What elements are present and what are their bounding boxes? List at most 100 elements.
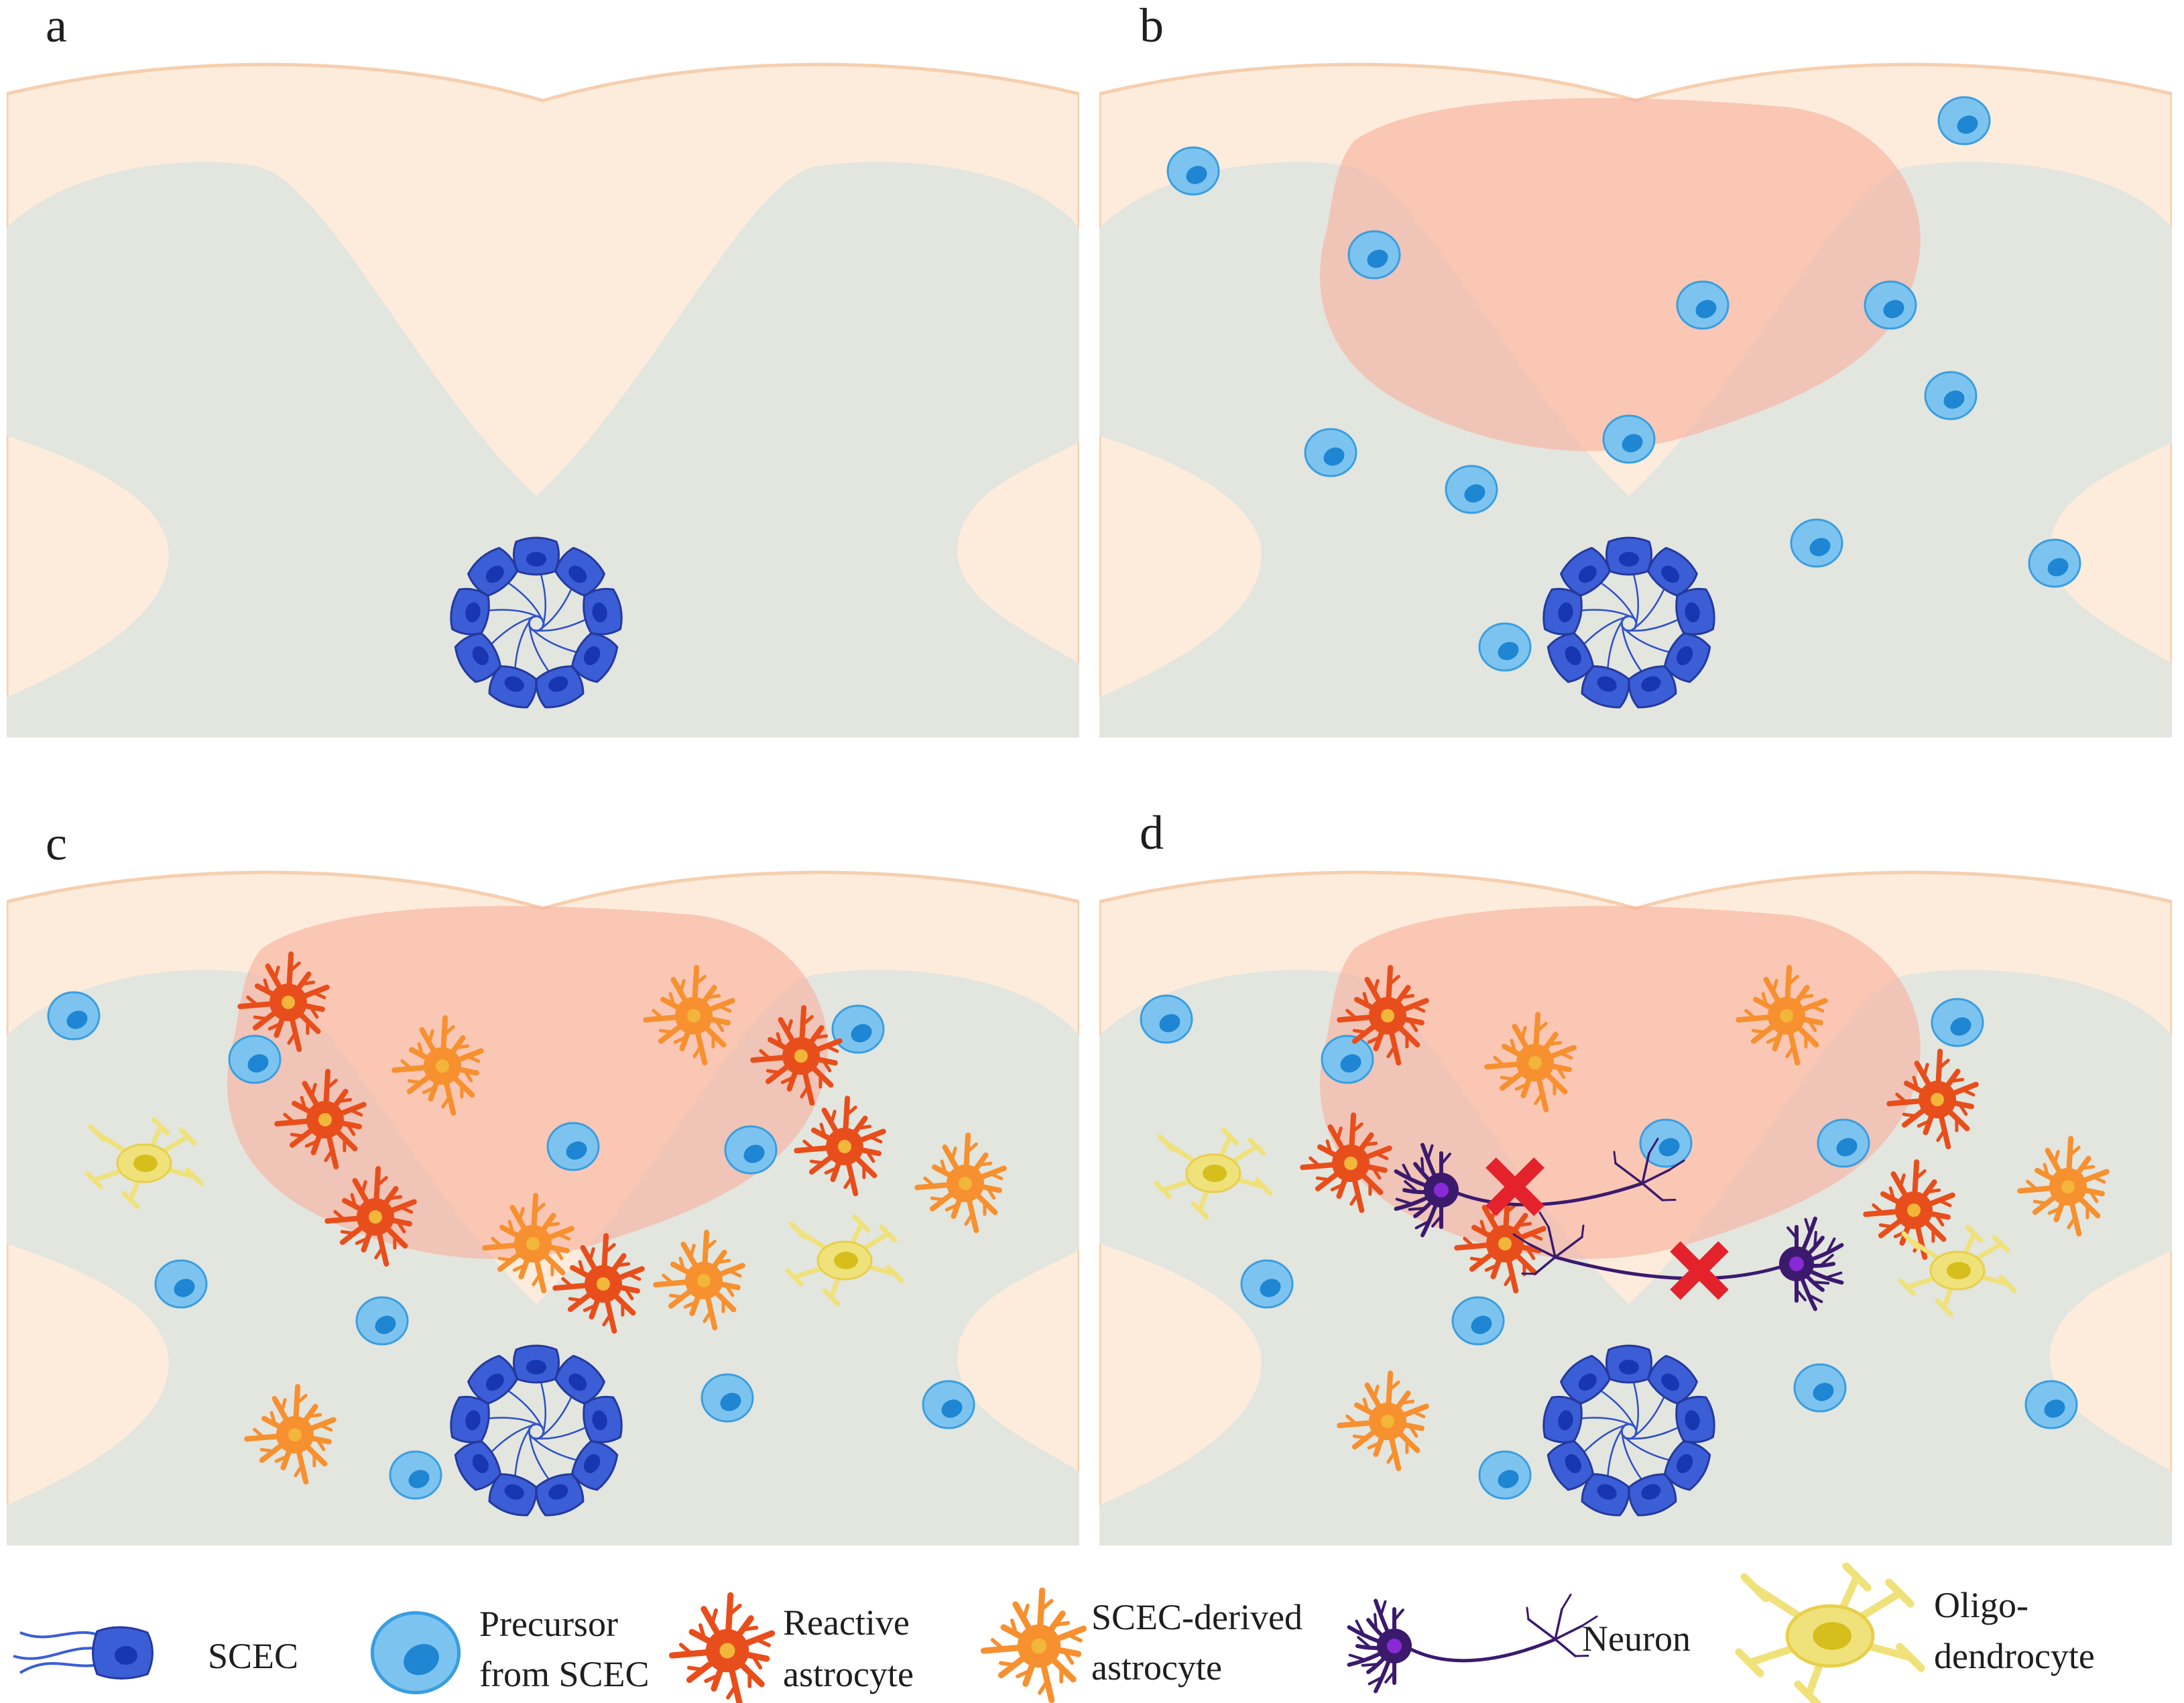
lesion-area <box>1320 906 1921 1259</box>
cross-icon <box>1670 1241 1729 1300</box>
precursor-cell <box>922 1380 975 1429</box>
precursor-cell <box>1347 230 1401 280</box>
precursor-cell <box>701 1373 754 1423</box>
legend-item-reactive-astrocyte: Reactive astrocyte <box>668 1592 914 1703</box>
legend-label-scec: SCEC <box>208 1636 298 1676</box>
legend-item-neuron: Neuron <box>1347 1594 1691 1694</box>
legend-item-scec-derived-astrocyte: SCEC-derived astrocyte <box>980 1587 1302 1703</box>
neuron <box>1394 1138 1685 1238</box>
legend-item-oligodendrocyte: Oligo- dendrocyte <box>1735 1562 2095 1703</box>
oligodendrocyte <box>1898 1224 2017 1317</box>
legend-label-precursor-line1: Precursor <box>479 1604 618 1644</box>
legend-label-reactive-line2: astrocyte <box>783 1654 914 1694</box>
scec-cell <box>1546 1440 1595 1491</box>
reactive-astrocyte <box>1863 1159 1955 1260</box>
legend-label-derived-line1: SCEC-derived <box>1091 1597 1302 1637</box>
precursor-cell-icon <box>370 1610 461 1695</box>
panel-background <box>7 27 1079 738</box>
scec-cell <box>1546 632 1595 683</box>
cell-layer <box>1166 96 2081 672</box>
precursor-cell <box>1790 518 1843 568</box>
scec-icon <box>13 1626 154 1680</box>
precursor-cell <box>1478 1450 1532 1500</box>
central-canal <box>450 536 623 709</box>
precursor-cell <box>1602 414 1656 464</box>
scec-derived-astrocyte <box>653 1230 745 1331</box>
precursor-cell <box>1937 96 1991 145</box>
scec-cell <box>1663 632 1711 683</box>
scec-cell <box>570 632 619 683</box>
grey-matter <box>7 162 1079 738</box>
oligodendrocyte-icon-shape <box>1735 1562 1925 1703</box>
lesion-area <box>1320 98 1921 451</box>
scec-cell <box>554 1354 606 1405</box>
scec-cell <box>570 1440 619 1491</box>
lesion <box>1320 906 1921 1259</box>
legend-item-scec: SCEC <box>13 1626 298 1680</box>
central-canal <box>450 1344 623 1517</box>
panel-c <box>7 835 1079 1545</box>
panel-b <box>1099 27 2172 738</box>
precursor-cell <box>2028 538 2081 588</box>
scec-derived-astrocyte <box>391 1015 484 1116</box>
neuron <box>1512 1212 1844 1311</box>
legend-label-derived-line2: astrocyte <box>1091 1647 1222 1688</box>
reactive-astrocyte <box>552 1233 645 1334</box>
scec-derived-astrocyte <box>244 1384 337 1485</box>
panel-d <box>1099 835 2172 1545</box>
neuron-icon <box>1347 1594 1598 1694</box>
oligodendrocyte <box>785 1214 904 1307</box>
scec-cell <box>1559 546 1611 597</box>
reactive-astrocyte-icon-shape <box>668 1592 776 1703</box>
scec-cell <box>467 1354 518 1405</box>
reactive-astrocyte <box>237 951 330 1053</box>
precursor-cell <box>154 1259 208 1309</box>
central-canal <box>1542 1344 1715 1517</box>
scec-cell <box>1605 1344 1652 1384</box>
scec-cell <box>1581 665 1630 709</box>
precursor-cell <box>389 1450 442 1500</box>
panel-label-b: b <box>1140 0 1164 52</box>
legend-label-neuron: Neuron <box>1582 1619 1691 1659</box>
scec-derived-astrocyte <box>1337 1370 1429 1472</box>
scec-cell <box>1559 1354 1611 1405</box>
precursor-cell <box>2024 1380 2078 1429</box>
panel-label-a: a <box>46 0 67 52</box>
scec-cell <box>467 546 518 597</box>
precursor-cell <box>228 1035 282 1084</box>
scec-derived-astrocyte <box>1484 1012 1577 1113</box>
precursor-cell <box>1321 1035 1374 1084</box>
reactive-astrocyte <box>1337 965 1429 1066</box>
scec-cell <box>488 665 538 709</box>
precursor-cell <box>47 991 101 1041</box>
reactive-astrocyte <box>794 1096 886 1197</box>
reactive-astrocyte <box>274 1069 367 1170</box>
scec-cell <box>450 587 490 636</box>
central-canal <box>1542 536 1715 709</box>
scec-derived-astrocyte <box>914 1132 1007 1234</box>
scec-derived-astrocyte-icon-shape <box>980 1587 1087 1703</box>
oligodendrocyte <box>84 1117 204 1210</box>
oligodendrocyte <box>1154 1127 1273 1220</box>
panel-label-c: c <box>46 817 67 870</box>
precursor-cell <box>1793 1363 1847 1413</box>
precursor-cell <box>1676 280 1730 330</box>
precursor-cell <box>1166 146 1220 196</box>
scec-cell <box>535 665 585 709</box>
reactive-astrocyte <box>1300 1112 1392 1214</box>
reactive-astrocyte-icon <box>668 1592 776 1703</box>
scec-cell <box>513 536 560 576</box>
precursor-cell <box>1445 465 1498 514</box>
reactive-astrocyte <box>1886 1049 1979 1150</box>
panel-a <box>7 27 1079 738</box>
legend-label-oligo-line1: Oligo- <box>1934 1585 2028 1625</box>
scec-cell <box>1675 1395 1715 1444</box>
scec-derived-astrocyte-icon <box>980 1587 1087 1703</box>
scec-cell <box>554 546 606 597</box>
scec-cell <box>1542 587 1583 636</box>
precursor-cell <box>1931 998 1984 1047</box>
scec-derived-astrocyte <box>1736 965 1828 1066</box>
legend-item-precursor: Precursor from SCEC <box>370 1604 650 1695</box>
precursor-cell <box>1639 1118 1693 1168</box>
